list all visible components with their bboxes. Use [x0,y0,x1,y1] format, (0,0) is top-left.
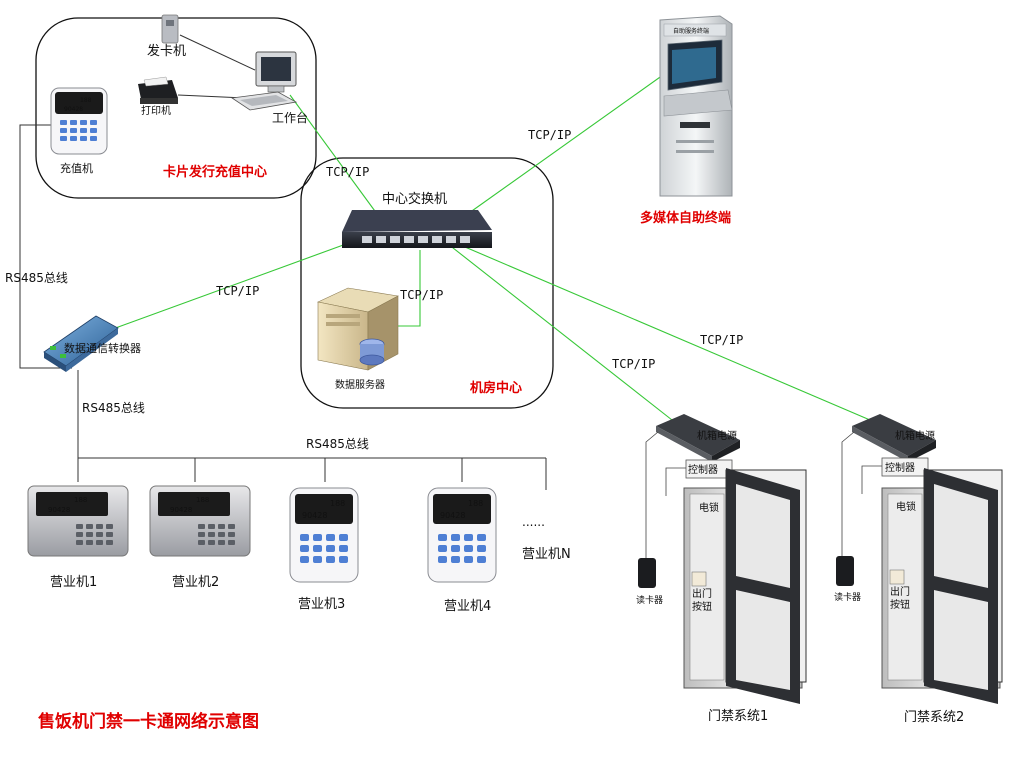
access-system-2-label: 门禁系统2 [904,710,964,725]
kiosk-terminal-device-icon: 自助服务终端 [659,15,733,197]
pos-4-display-bottom: 90428 [440,511,465,520]
pos-terminal-1-device-icon: 188 90428 [27,485,129,557]
access-system-1-label: 门禁系统1 [708,709,768,724]
access-2-exit-label-1: 出门 [890,585,910,598]
pos-terminal-n-label: 营业机N [522,547,571,562]
link-access1-switch [447,243,673,421]
link-kiosk-switch [461,69,671,219]
switch-port [404,236,414,243]
tcpip-label-access1: TCP/IP [612,357,655,371]
link-converter-switch [109,243,347,331]
pos-terminal-3-label: 营业机3 [298,597,345,612]
printer-device-icon [138,76,178,104]
link-workstation-switch [289,94,381,219]
switch-port [418,236,428,243]
tcpip-label-server: TCP/IP [400,288,443,302]
workstation-label: 工作台 [272,110,308,125]
data-converter-device-icon [43,315,119,372]
access-1-power-label: 机箱电源 [697,429,737,442]
access-2-controller-label: 控制器 [885,461,915,474]
access-1-exit-label-1: 出门 [692,587,712,600]
pos-terminal-4-device-icon: 188 90428 [427,487,497,583]
data-server-label: 数据服务器 [335,378,385,391]
switch-port [390,236,400,243]
wire-issuer-workstation [179,34,256,71]
pos-2-display-bottom: 90428 [170,506,192,514]
data-server-device-icon [317,287,399,371]
server-room-zone-border [300,157,554,409]
access-1-controller-label: 控制器 [688,463,718,476]
access-system-1-group: 机箱电源 控制器 电锁 读卡器 出门 按钮 [636,414,807,704]
access-1-exit-label-2: 按钮 [692,600,712,613]
link-access2-switch [457,243,871,421]
switch-port [362,236,372,243]
pos-terminal-4-label: 营业机4 [444,599,491,614]
tcpip-label-access2: TCP/IP [700,333,743,347]
recharger-display-top: 188 [80,97,92,104]
pos-ellipsis: ...... [522,515,545,529]
switch-label: 中心交换机 [382,191,447,207]
recharger-device-icon: 188 90428 [50,87,108,155]
pos-terminal-1-label: 营业机1 [50,575,97,590]
access-2-power-label: 机箱电源 [895,429,935,442]
switch-port [460,236,470,243]
tcpip-links [109,69,871,421]
pos-1-display-bottom: 90428 [48,506,70,514]
recharger-display-bottom: 90428 [64,106,83,113]
pos-terminal-3-device-icon: 188 90428 [289,487,359,583]
tcpip-label-workstation: TCP/IP [326,165,369,179]
kiosk-screen-text: 自助服务终端 [673,27,709,35]
link-server-switch [398,250,421,327]
pos-4-display-top: 188 [468,499,483,508]
tcpip-label-converter: TCP/IP [216,284,259,298]
switch-port [432,236,442,243]
card-issuer-device-icon [161,14,179,44]
pos-3-display-bottom: 90428 [302,511,327,520]
access-2-lock-label: 电锁 [896,500,916,513]
rs485-label-converter: RS485总线 [82,401,145,415]
pos-1-display-top: 188 [74,496,87,504]
access-1-lock-label: 电锁 [699,501,719,514]
card-issuer-label: 发卡机 [147,43,186,59]
converter-label: 数据通信转换器 [64,341,141,355]
central-switch-device-icon [342,210,492,248]
rs485-label-left: RS485总线 [5,271,68,285]
pos-terminal-2-label: 营业机2 [172,575,219,590]
rs485-label-bus: RS485总线 [306,437,369,451]
recharger-label: 充值机 [60,161,93,175]
pos-3-display-top: 188 [330,499,345,508]
diagram-title: 售饭机门禁一卡通网络示意图 [38,711,259,732]
pos-terminal-2-device-icon: 188 90428 [149,485,251,557]
switch-port [376,236,386,243]
pos-2-display-top: 188 [196,496,209,504]
wire-rs485-left [19,124,72,369]
access-1-reader-label: 读卡器 [636,594,663,606]
card-center-zone-label: 卡片发行充值中心 [163,164,267,180]
workstation-computer-icon [230,51,298,111]
access-system-2-group: 机箱电源 控制器 电锁 读卡器 出门 按钮 [834,414,1003,704]
printer-label: 打印机 [141,104,171,117]
access-2-exit-label-2: 按钮 [890,598,910,611]
server-room-zone-label: 机房中心 [470,380,522,396]
kiosk-label: 多媒体自助终端 [640,210,731,226]
access-2-reader-label: 读卡器 [834,591,861,603]
switch-port [446,236,456,243]
bus-wires [19,34,547,490]
tcpip-label-kiosk: TCP/IP [528,128,571,142]
